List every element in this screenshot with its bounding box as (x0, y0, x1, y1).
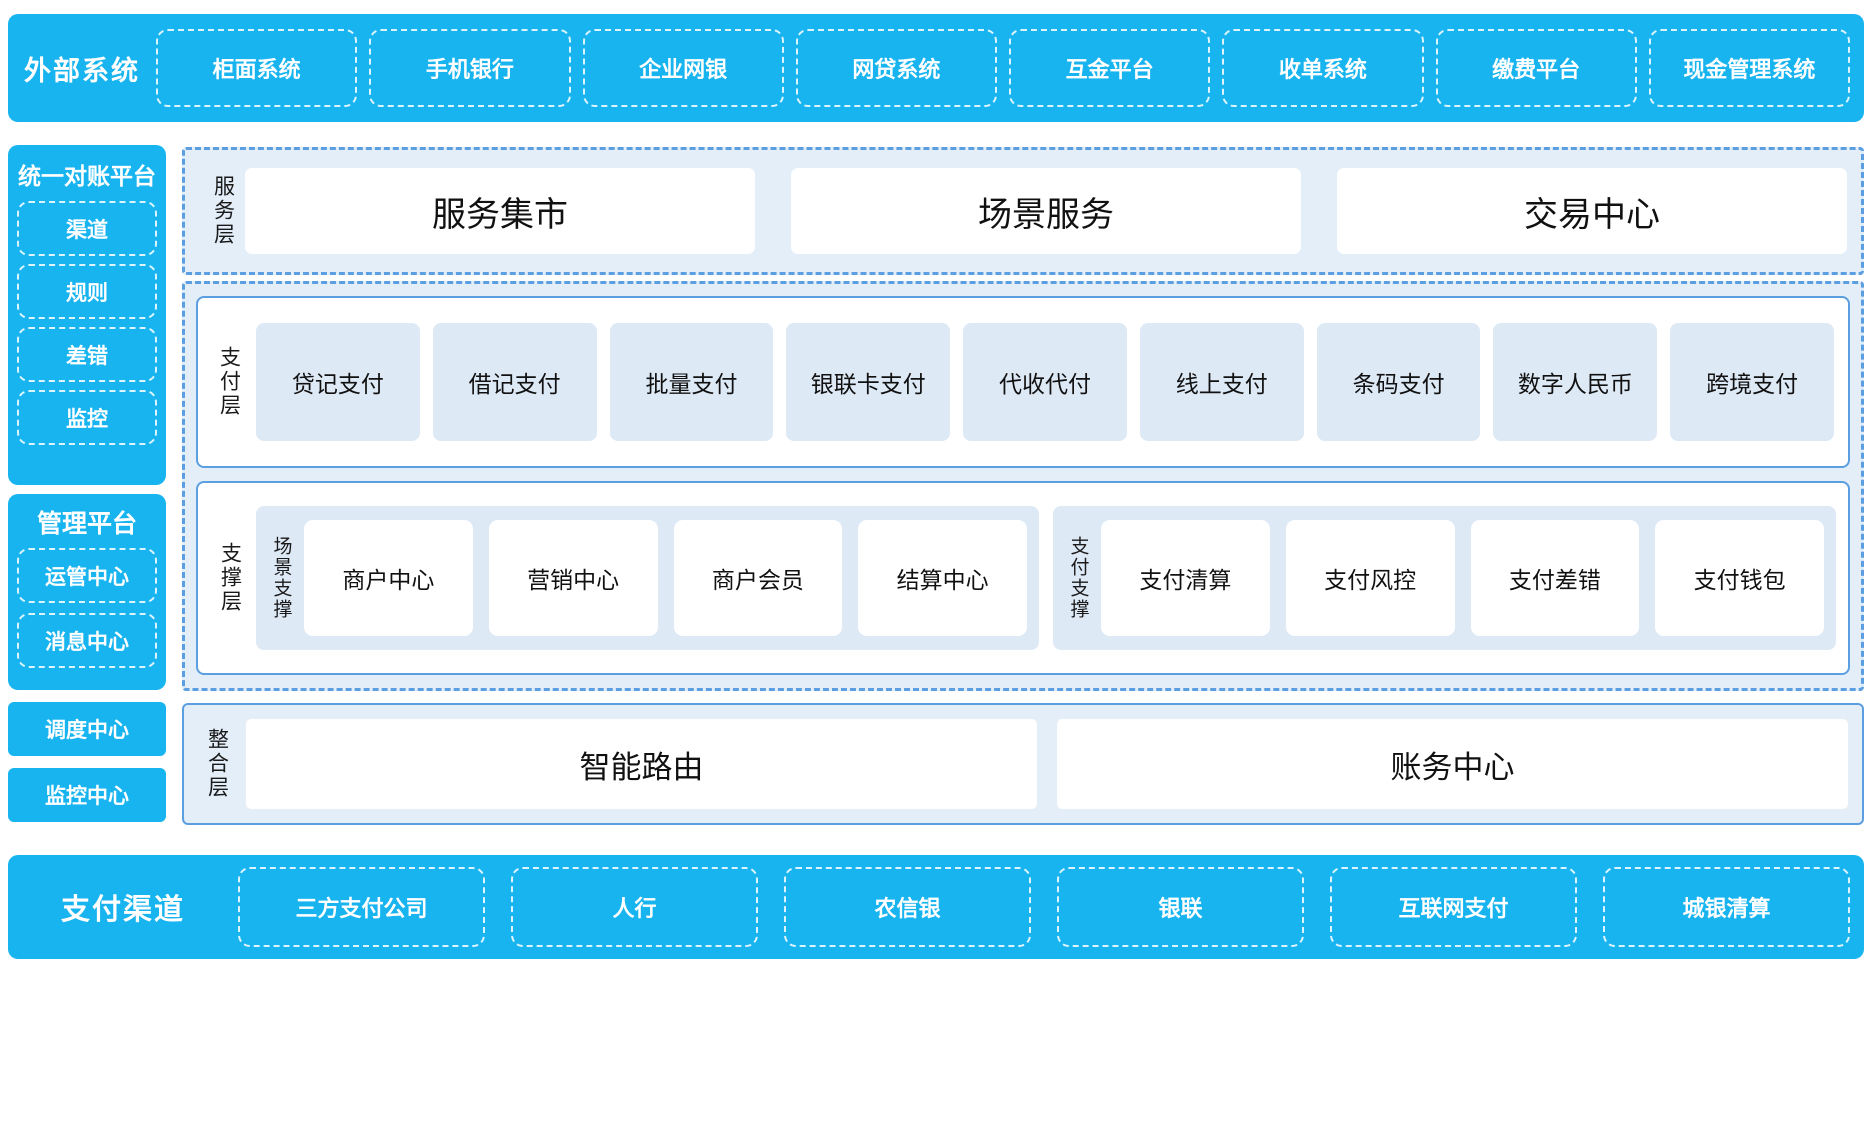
payment-card-barcode[interactable]: 条码支付 (1316, 323, 1481, 441)
payment-layer-box: 支付层 贷记支付 借记支付 批量支付 银联卡支付 代收代付 线上支付 条码支付 … (196, 296, 1850, 468)
external-system-item[interactable]: 现金管理系统 (1648, 29, 1850, 107)
scheduling-center-block[interactable]: 调度中心 (8, 702, 166, 756)
external-systems-list: 柜面系统 手机银行 企业网银 网贷系统 互金平台 收单系统 缴费平台 现金管理系… (156, 29, 1850, 107)
management-item-operations-center[interactable]: 运管中心 (17, 548, 157, 603)
payment-layer-label: 支付层 (217, 346, 241, 418)
payment-card-credit[interactable]: 贷记支付 (256, 323, 420, 441)
payment-card-batch[interactable]: 批量支付 (609, 323, 774, 441)
reconciliation-item-rule[interactable]: 规则 (17, 264, 157, 319)
monitoring-center-block[interactable]: 监控中心 (8, 768, 166, 822)
support-card-payment-error[interactable]: 支付差错 (1470, 520, 1640, 636)
service-layer-panel: 服务层 服务集市 场景服务 交易中心 (182, 147, 1864, 275)
external-system-item[interactable]: 手机银行 (369, 29, 571, 107)
scheduling-center-label: 调度中心 (45, 719, 129, 742)
payment-channel-item[interactable]: 互联网支付 (1330, 867, 1577, 947)
support-layer-label: 支撑层 (218, 542, 242, 614)
support-group-scene-cards: 商户中心 营销中心 商户会员 结算中心 (304, 520, 1027, 636)
external-system-item[interactable]: 互金平台 (1009, 29, 1211, 107)
support-group-payment: 支付支撑 支付清算 支付风控 支付差错 支付钱包 (1053, 506, 1836, 650)
integration-card-smart-routing[interactable]: 智能路由 (246, 719, 1037, 809)
service-card-transaction[interactable]: 交易中心 (1337, 168, 1847, 254)
external-system-item[interactable]: 收单系统 (1222, 29, 1424, 107)
payment-card-online[interactable]: 线上支付 (1139, 323, 1304, 441)
integration-layer-box: 整合层 智能路由 账务中心 (182, 703, 1864, 825)
external-systems-bar: 外部系统 柜面系统 手机银行 企业网银 网贷系统 互金平台 收单系统 缴费平台 … (8, 14, 1864, 122)
reconciliation-item-channel[interactable]: 渠道 (17, 201, 157, 256)
management-platform-panel: 管理平台 运管中心 消息中心 (8, 494, 166, 690)
management-items: 运管中心 消息中心 (17, 548, 157, 668)
support-group-scene-label: 场景支撑 (270, 536, 292, 620)
service-layer-label: 服务层 (211, 175, 235, 247)
support-layer-box: 支撑层 场景支撑 商户中心 营销中心 商户会员 结算中心 支付支撑 支付清算 支… (196, 481, 1850, 675)
reconciliation-item-error[interactable]: 差错 (17, 327, 157, 382)
integration-layer-label: 整合层 (205, 728, 229, 800)
reconciliation-item-monitor[interactable]: 监控 (17, 390, 157, 445)
payment-card-collection[interactable]: 代收代付 (963, 323, 1127, 441)
service-card-scene[interactable]: 场景服务 (791, 168, 1301, 254)
management-item-message-center[interactable]: 消息中心 (17, 613, 157, 668)
reconciliation-items: 渠道 规则 差错 监控 (17, 201, 157, 445)
payment-card-cross-border[interactable]: 跨境支付 (1670, 323, 1835, 441)
support-card-marketing-center[interactable]: 营销中心 (488, 520, 658, 636)
payment-channel-item[interactable]: 农信银 (784, 867, 1031, 947)
payment-channel-item[interactable]: 城银清算 (1603, 867, 1850, 947)
support-group-payment-cards: 支付清算 支付风控 支付差错 支付钱包 (1101, 520, 1824, 636)
external-system-item[interactable]: 缴费平台 (1435, 29, 1637, 107)
external-system-item[interactable]: 网贷系统 (795, 29, 997, 107)
support-card-payment-risk[interactable]: 支付风控 (1285, 520, 1455, 636)
payment-channel-bar: 支付渠道 三方支付公司 人行 农信银 银联 互联网支付 城银清算 (8, 855, 1864, 959)
service-layer-cards: 服务集市 场景服务 交易中心 (245, 168, 1847, 254)
payment-channel-title: 支付渠道 (60, 894, 185, 926)
payment-channel-item[interactable]: 三方支付公司 (238, 867, 485, 947)
reconciliation-platform-panel: 统一对账平台 渠道 规则 差错 监控 (8, 145, 166, 485)
monitoring-center-label: 监控中心 (45, 785, 129, 808)
support-card-merchant-member[interactable]: 商户会员 (673, 520, 843, 636)
payment-card-digital-rmb[interactable]: 数字人民币 (1493, 323, 1658, 441)
support-card-payment-clearing[interactable]: 支付清算 (1101, 520, 1270, 636)
integration-card-accounting-center[interactable]: 账务中心 (1057, 719, 1848, 809)
support-card-settlement-center[interactable]: 结算中心 (858, 520, 1027, 636)
payment-layer-cards: 贷记支付 借记支付 批量支付 银联卡支付 代收代付 线上支付 条码支付 数字人民… (256, 323, 1835, 441)
support-group-payment-label: 支付支撑 (1067, 536, 1089, 620)
support-card-payment-wallet[interactable]: 支付钱包 (1655, 520, 1824, 636)
payment-card-debit[interactable]: 借记支付 (432, 323, 597, 441)
external-system-item[interactable]: 柜面系统 (156, 29, 358, 107)
payment-card-unionpay[interactable]: 银联卡支付 (786, 323, 951, 441)
service-layer-row: 服务层 服务集市 场景服务 交易中心 (201, 162, 1847, 260)
management-platform-title: 管理平台 (36, 510, 137, 538)
integration-layer-cards: 智能路由 账务中心 (246, 719, 1848, 809)
reconciliation-platform-title: 统一对账平台 (18, 163, 156, 189)
support-group-scene: 场景支撑 商户中心 营销中心 商户会员 结算中心 (256, 506, 1039, 650)
payment-channel-list: 三方支付公司 人行 农信银 银联 互联网支付 城银清算 (238, 867, 1850, 947)
external-system-item[interactable]: 企业网银 (582, 29, 784, 107)
payment-channel-item[interactable]: 人行 (511, 867, 758, 947)
support-layer-groups: 场景支撑 商户中心 营销中心 商户会员 结算中心 支付支撑 支付清算 支付风控 … (256, 506, 1836, 650)
external-systems-title: 外部系统 (24, 55, 140, 86)
payment-channel-item[interactable]: 银联 (1057, 867, 1304, 947)
support-card-merchant-center[interactable]: 商户中心 (304, 520, 473, 636)
service-card-market[interactable]: 服务集市 (245, 168, 755, 254)
